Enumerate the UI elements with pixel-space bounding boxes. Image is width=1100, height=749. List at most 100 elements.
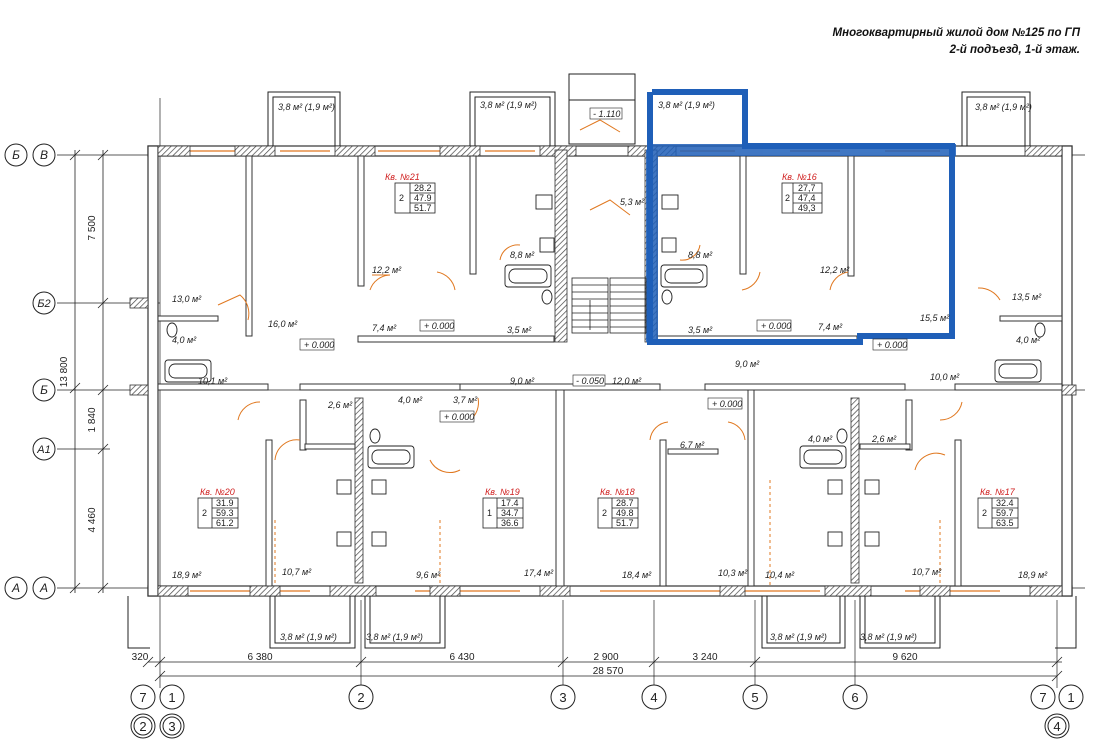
col-axis-5: 5 (751, 690, 758, 705)
row-axis-a: А (39, 581, 48, 595)
balcony-area-2: 3,8 м² (1,9 м²) (480, 100, 537, 110)
highlighted-apartment-outline (647, 89, 955, 345)
room-area: 12,2 м² (372, 265, 402, 275)
exterior-walls (147, 145, 1073, 597)
interior-walls (157, 155, 1063, 587)
apartment-full-area: 63.5 (996, 518, 1014, 528)
room-area: 10,0 м² (930, 372, 960, 382)
circled-mark-4: 4 (1053, 719, 1060, 734)
col-axis-1-left: 1 (168, 690, 175, 705)
col-axis-7-left: 7 (139, 690, 146, 705)
row-axis-a-outer: А (11, 581, 20, 595)
bottom-dimension-chain (142, 656, 1063, 682)
dim-13800: 13 800 (59, 356, 70, 387)
apartment-total-area: 34.7 (501, 508, 519, 518)
apartment-full-area: 36.6 (501, 518, 519, 528)
drawing-title: Многоквартирный жилой дом №125 по ГП (832, 27, 1080, 39)
balcony-area-7: 3,8 м² (1,9 м²) (770, 632, 827, 642)
door-swings (217, 119, 1001, 473)
room-area: 15,5 м² (920, 313, 950, 323)
dim-9620: 9 620 (892, 652, 917, 663)
room-area: 8,8 м² (688, 250, 713, 260)
balcony-area-3: 3,8 м² (1,9 м²) (658, 100, 715, 110)
apartment-total-area: 47.9 (414, 193, 432, 203)
room-area: 13,5 м² (1012, 292, 1042, 302)
dim-6430: 6 430 (449, 652, 474, 663)
apartment-living-area: 32.4 (996, 498, 1014, 508)
room-area: 7,4 м² (818, 322, 843, 332)
apartment-rooms: 2 (202, 508, 207, 518)
col-axis-7-right: 7 (1039, 690, 1046, 705)
highlighted-stair-wall (646, 150, 658, 342)
room-area: 10,7 м² (912, 567, 942, 577)
apartment-box-18: Кв. №18 2 28.7 49.8 51.7 (597, 487, 639, 529)
room-area: 18,9 м² (172, 570, 202, 580)
balcony-area-8: 3,8 м² (1,9 м²) (860, 632, 917, 642)
column-axis-markers (130, 684, 1084, 739)
balcony-area-1: 3,8 м² (1,9 м²) (278, 102, 335, 112)
apartment-total-area: 59.3 (216, 508, 234, 518)
room-area: 4,0 м² (398, 395, 423, 405)
room-area: 16,0 м² (268, 319, 298, 329)
col-axis-2: 2 (357, 690, 364, 705)
apartment-rooms: 2 (785, 193, 790, 203)
room-area: 4,0 м² (1016, 335, 1041, 345)
apartment-box-19: Кв. №19 1 17.4 34.7 36.6 (482, 487, 524, 529)
col-axis-3: 3 (559, 690, 566, 705)
apartment-total-area: 49.8 (616, 508, 634, 518)
room-area: 4,0 м² (172, 335, 197, 345)
apartment-label: Кв. №16 (782, 172, 817, 182)
axis-grid (57, 98, 1085, 688)
apartment-living-area: 17.4 (501, 498, 519, 508)
level-mark: + 0.000 (304, 340, 334, 350)
room-area-labels: 13,0 м² 4,0 м² 16,0 м² 12,2 м² 8,8 м² 7,… (172, 197, 1048, 580)
row-axis-b2: Б2 (37, 298, 50, 310)
room-area: 9,0 м² (510, 376, 535, 386)
apartment-rooms: 1 (487, 508, 492, 518)
balcony-area-6: 3,8 м² (1,9 м²) (366, 632, 423, 642)
stair-flights (571, 277, 647, 334)
apartment-label: Кв. №19 (485, 487, 520, 497)
level-mark: + 0.000 (761, 321, 791, 331)
apartment-box-20: Кв. №20 2 31.9 59.3 61.2 (197, 487, 239, 529)
room-area: 4,0 м² (808, 434, 833, 444)
apartment-living-area: 31.9 (216, 498, 234, 508)
row-axis-b-mid: Б (40, 383, 48, 397)
apartment-label: Кв. №17 (980, 487, 1016, 497)
level-mark: - 0.050 (576, 376, 604, 386)
apartment-box-17: Кв. №17 2 32.4 59.7 63.5 (977, 487, 1019, 529)
entrance-tower (568, 73, 636, 145)
col-axis-6: 6 (851, 690, 858, 705)
dim-320: 320 (132, 652, 149, 663)
apartment-label: Кв. №21 (385, 172, 420, 182)
dim-1840: 1 840 (87, 407, 98, 432)
drawing-subtitle: 2-й подъезд, 1-й этаж. (949, 44, 1080, 56)
room-area: 10,1 м² (198, 376, 228, 386)
room-area: 2,6 м² (871, 434, 897, 444)
col-axis-4: 4 (650, 690, 657, 705)
room-area: 6,7 м² (680, 440, 705, 450)
apartment-living-area: 27,7 (798, 183, 816, 193)
room-area: 8,8 м² (510, 250, 535, 260)
room-area: 9,6 м² (416, 570, 441, 580)
row-axis-markers (4, 143, 56, 600)
room-area: 2,6 м² (327, 400, 353, 410)
level-mark: - 1.110 (593, 109, 620, 119)
dim-4460: 4 460 (87, 507, 98, 532)
balconies (127, 91, 1077, 649)
apartment-rooms: 2 (982, 508, 987, 518)
room-area: 10,3 м² (718, 568, 748, 578)
left-dimension-chain (69, 149, 109, 594)
opening-lines (274, 480, 941, 586)
level-mark: + 0.000 (877, 340, 907, 350)
level-marks: - 1.110 + 0.000 + 0.000 + 0.000 - 0.050 … (299, 107, 908, 423)
bath-fixtures (164, 194, 1046, 547)
apartment-full-area: 61.2 (216, 518, 234, 528)
room-area: 3,5 м² (688, 325, 713, 335)
room-area: 10,4 м² (765, 570, 795, 580)
apartment-full-area: 51.7 (616, 518, 634, 528)
highlighted-wall (650, 144, 956, 156)
windows (190, 150, 1000, 592)
room-area: 12,0 м² (612, 376, 642, 386)
